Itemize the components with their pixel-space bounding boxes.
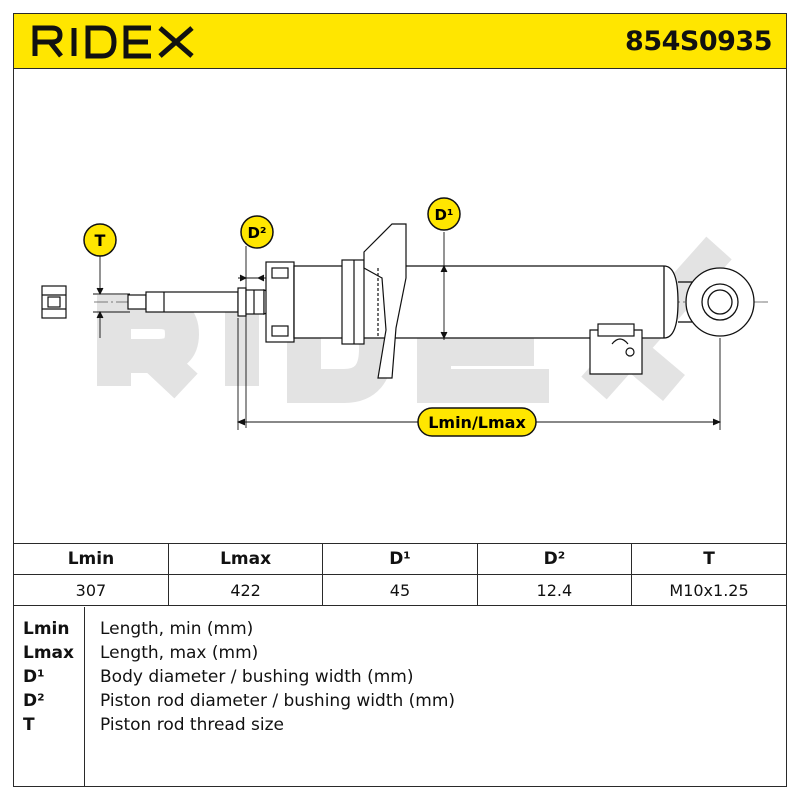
legend: Lmin Length, min (mm) Lmax Length, max (… [14, 607, 786, 787]
ridex-logo [32, 25, 194, 59]
lower-bracket [589, 323, 643, 375]
d1-badge [427, 197, 461, 231]
legend-desc: Body diameter / bushing width (mm) [100, 667, 414, 687]
header-d2: D² [476, 543, 633, 575]
length-badge-label: Lmin/Lmax [428, 413, 526, 432]
part-number: 854S0935 [625, 26, 772, 57]
value-t: M10x1.25 [631, 574, 786, 606]
legend-desc: Piston rod diameter / bushing width (mm) [100, 691, 456, 711]
d2-badge [240, 215, 274, 249]
spec-table: Lmin Lmax D¹ D² T 307 422 45 12.4 M10x1.… [14, 543, 786, 606]
value-d2: 12.4 [476, 574, 633, 606]
t-badge [83, 223, 117, 257]
legend-key: D¹ [23, 667, 45, 687]
legend-key: Lmax [23, 643, 74, 663]
t-badge-label: T [95, 231, 106, 250]
d2-dimension [238, 246, 266, 428]
legend-key: Lmin [23, 619, 70, 639]
legend-desc: Length, min (mm) [100, 619, 254, 639]
t-dimension [93, 256, 130, 338]
spec-sheet: 854S0935 T [13, 13, 787, 787]
value-lmax: 422 [167, 574, 324, 606]
legend-item: Lmax Length, max (mm) [14, 643, 786, 667]
header-bar: 854S0935 [14, 14, 786, 69]
legend-item: D¹ Body diameter / bushing width (mm) [14, 667, 786, 691]
lower-eye [678, 267, 755, 337]
nut [41, 285, 67, 319]
legend-divider [84, 607, 85, 787]
header-lmax: Lmax [167, 543, 324, 575]
header-d1: D¹ [322, 543, 478, 575]
spec-value-row: 307 422 45 12.4 M10x1.25 [14, 574, 786, 606]
legend-item: Lmin Length, min (mm) [14, 619, 786, 643]
spring-seat [341, 223, 407, 379]
value-d1: 45 [322, 574, 478, 606]
legend-desc: Length, max (mm) [100, 643, 259, 663]
spec-header-row: Lmin Lmax D¹ D² T [14, 543, 786, 575]
d1-badge-label: D¹ [434, 206, 453, 224]
legend-key: T [23, 715, 35, 735]
piston-rod [127, 287, 277, 317]
header-t: T [631, 543, 786, 575]
value-lmin: 307 [14, 574, 169, 606]
d2-badge-label: D² [247, 224, 266, 242]
d1-dimension [440, 232, 448, 340]
legend-key: D² [23, 691, 45, 711]
top-cap [265, 261, 295, 343]
legend-item: D² Piston rod diameter / bushing width (… [14, 691, 786, 715]
legend-desc: Piston rod thread size [100, 715, 285, 735]
header-lmin: Lmin [14, 543, 169, 575]
shock-absorber-drawing: T D² [41, 197, 769, 437]
length-badge [417, 407, 537, 437]
legend-item: T Piston rod thread size [14, 715, 786, 739]
